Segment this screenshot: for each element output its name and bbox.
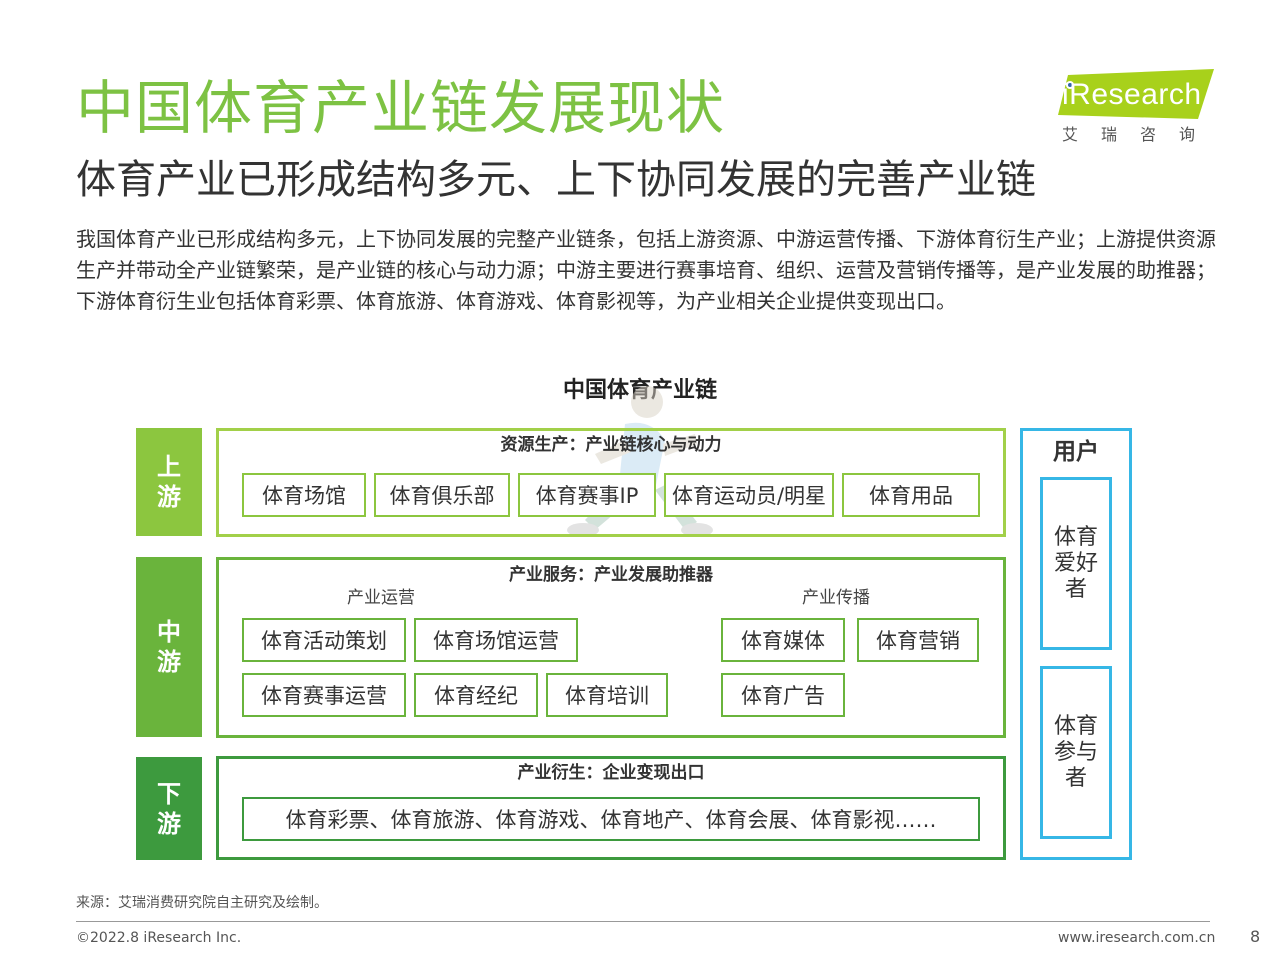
midstream-item-media: 体育媒体	[721, 618, 845, 662]
logo-wordmark: iResearch	[1062, 78, 1202, 111]
upstream-item-event-ip: 体育赛事IP	[518, 473, 656, 517]
stage-label-downstream-text: 下游	[157, 779, 181, 838]
midstream-heading: 产业服务：产业发展助推器	[509, 565, 713, 585]
stage-label-midstream-text: 中游	[157, 618, 181, 676]
stage-label-upstream-text: 上游	[157, 453, 181, 511]
downstream-heading: 产业衍生：企业变现出口	[517, 763, 705, 783]
upstream-item-athlete: 体育运动员/明星	[664, 473, 834, 517]
downstream-summary: 体育彩票、体育旅游、体育游戏、体育地产、体育会展、体育影视……	[242, 797, 980, 841]
page-subtitle: 体育产业已形成结构多元、上下协同发展的完善产业链	[76, 157, 1036, 203]
midstream-operation-label: 产业运营	[347, 588, 415, 608]
midstream-panel	[216, 557, 1006, 738]
upstream-item-club: 体育俱乐部	[374, 473, 510, 517]
upstream-item-goods: 体育用品	[842, 473, 980, 517]
users-panel	[1020, 428, 1132, 860]
upstream-item-venue: 体育场馆	[242, 473, 366, 517]
user-group-participants-text: 体育参与者	[1053, 713, 1098, 791]
midstream-item-activity-planning: 体育活动策划	[242, 618, 406, 662]
intro-paragraph: 我国体育产业已形成结构多元，上下协同发展的完整产业链条，包括上游资源、中游运营传…	[76, 227, 1216, 313]
users-title: 用户	[1053, 439, 1099, 465]
logo-chinese-name: 艾瑞咨询	[1062, 125, 1219, 144]
logo-badge-icon	[1058, 69, 1214, 119]
source-note: 来源：艾瑞消费研究院自主研究及绘制。	[76, 895, 328, 911]
upstream-heading: 资源生产：产业链核心与动力	[500, 435, 722, 455]
upstream-panel	[216, 428, 1006, 537]
copyright: ©2022.8 iResearch Inc.	[76, 930, 242, 946]
user-group-participants: 体育参与者	[1040, 666, 1112, 839]
midstream-communication-label: 产业传播	[802, 588, 870, 608]
footer-divider	[76, 921, 1210, 922]
user-group-enthusiasts: 体育爱好者	[1040, 477, 1112, 650]
stage-label-upstream: 上游	[136, 428, 202, 536]
stage-label-downstream: 下游	[136, 757, 202, 860]
midstream-item-training: 体育培训	[546, 673, 668, 717]
midstream-item-marketing: 体育营销	[857, 618, 979, 662]
iresearch-logo	[1058, 69, 1214, 119]
user-group-enthusiasts-text: 体育爱好者	[1053, 524, 1098, 602]
midstream-item-venue-operation: 体育场馆运营	[414, 618, 578, 662]
midstream-item-agency: 体育经纪	[414, 673, 538, 717]
page-title: 中国体育产业链发展现状	[76, 74, 726, 142]
website-link[interactable]: www.iresearch.com.cn	[1058, 930, 1216, 946]
page-number: 8	[1250, 927, 1261, 946]
downstream-panel	[216, 756, 1006, 860]
midstream-item-event-operation: 体育赛事运营	[242, 673, 406, 717]
midstream-item-advertising: 体育广告	[721, 673, 845, 717]
stage-label-midstream: 中游	[136, 557, 202, 737]
